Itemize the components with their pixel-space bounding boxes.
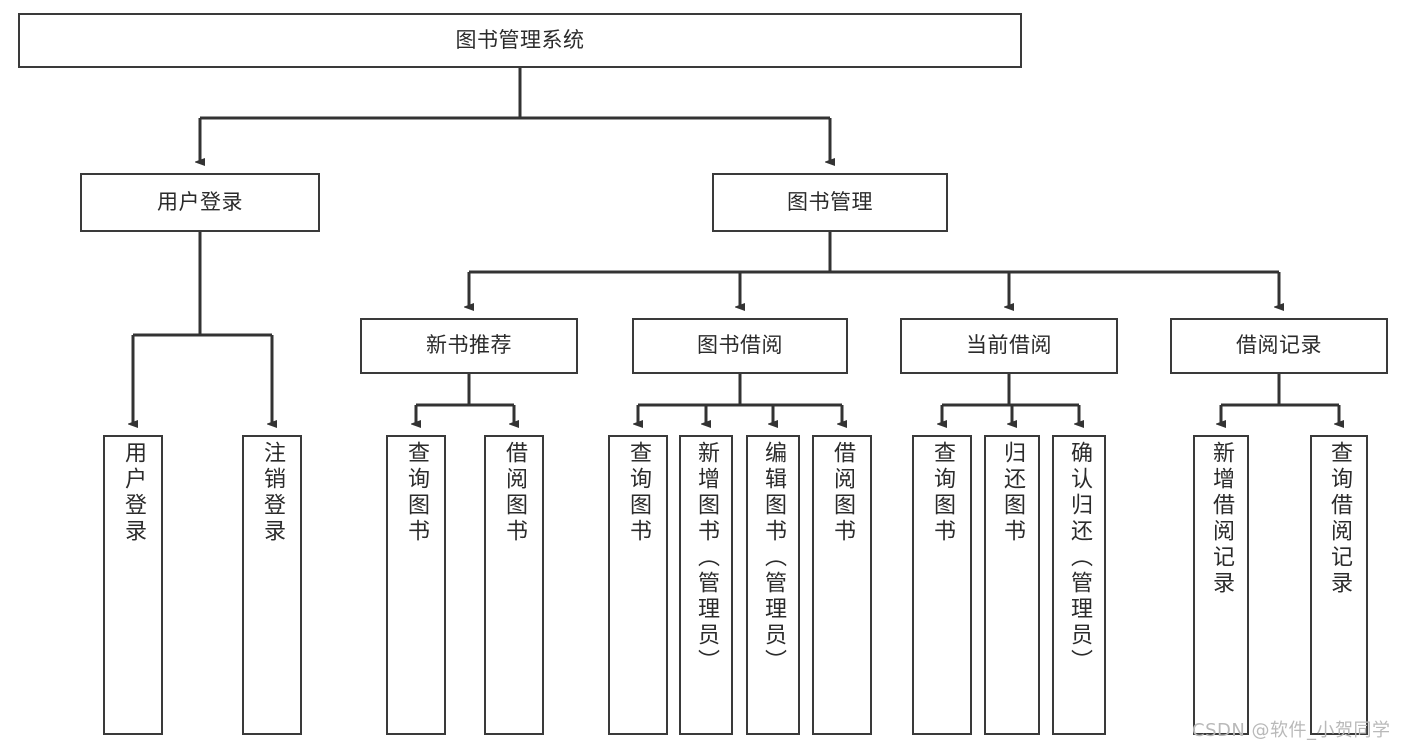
node-label: 新书推荐 (426, 333, 512, 358)
node-label: 借阅图书 (830, 441, 855, 545)
node-label: 新增图书（管理员） (694, 441, 719, 675)
node-borrow-record[interactable]: 借阅记录 (1170, 318, 1388, 374)
node-leaf-add-record[interactable]: 新增借阅记录 (1193, 435, 1249, 735)
node-leaf-user-login[interactable]: 用户登录 (103, 435, 163, 735)
node-leaf-query-book-2[interactable]: 查询图书 (608, 435, 668, 735)
node-current-borrow[interactable]: 当前借阅 (900, 318, 1118, 374)
node-new-book-recommend[interactable]: 新书推荐 (360, 318, 578, 374)
node-leaf-return-book[interactable]: 归还图书 (984, 435, 1040, 735)
node-label: 当前借阅 (966, 333, 1052, 358)
node-leaf-query-book-3[interactable]: 查询图书 (912, 435, 972, 735)
node-label: 图书管理 (787, 189, 873, 214)
node-leaf-query-book-1[interactable]: 查询图书 (386, 435, 446, 735)
node-label: 查询图书 (404, 441, 429, 545)
node-label: 借阅图书 (502, 441, 527, 545)
node-label: 查询借阅记录 (1327, 441, 1352, 597)
watermark: CSDN @软件_小贺同学 (1192, 720, 1391, 741)
node-user-login[interactable]: 用户登录 (80, 173, 320, 232)
node-book-management[interactable]: 图书管理 (712, 173, 948, 232)
node-label: 注销登录 (260, 441, 285, 545)
node-leaf-query-record[interactable]: 查询借阅记录 (1310, 435, 1368, 735)
node-root[interactable]: 图书管理系统 (18, 13, 1022, 68)
node-label: 用户登录 (157, 189, 243, 214)
node-leaf-borrow-book-1[interactable]: 借阅图书 (484, 435, 544, 735)
node-label: 图书管理系统 (455, 27, 585, 52)
node-label: 确认归还（管理员） (1067, 441, 1092, 675)
node-leaf-confirm-return[interactable]: 确认归还（管理员） (1052, 435, 1106, 735)
node-label: 编辑图书（管理员） (761, 441, 786, 675)
node-label: 图书借阅 (697, 333, 783, 358)
node-leaf-add-book[interactable]: 新增图书（管理员） (679, 435, 733, 735)
node-label: 用户登录 (121, 441, 146, 545)
node-label: 查询图书 (626, 441, 651, 545)
node-book-borrow[interactable]: 图书借阅 (632, 318, 848, 374)
node-label: 查询图书 (930, 441, 955, 545)
node-leaf-logout[interactable]: 注销登录 (242, 435, 302, 735)
node-label: 新增借阅记录 (1209, 441, 1234, 597)
node-label: 借阅记录 (1236, 333, 1322, 358)
node-leaf-edit-book[interactable]: 编辑图书（管理员） (746, 435, 800, 735)
node-label: 归还图书 (1000, 441, 1025, 545)
node-leaf-borrow-book-2[interactable]: 借阅图书 (812, 435, 872, 735)
